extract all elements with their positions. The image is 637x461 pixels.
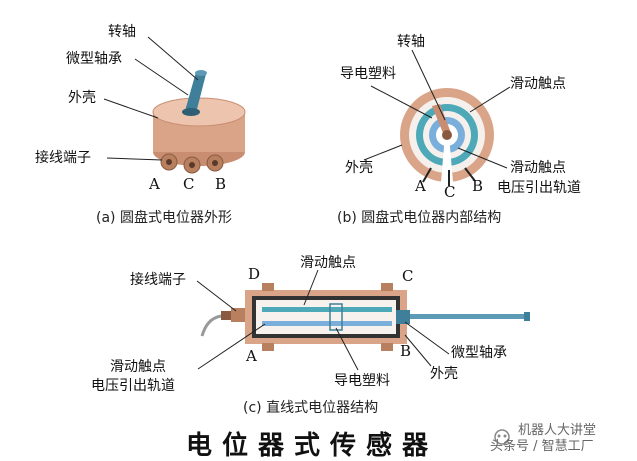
watermark-logo <box>494 429 510 445</box>
corner-c-A: A <box>246 347 257 365</box>
label-b-wiper: 滑动触点 <box>510 76 566 92</box>
pin-a-C: C <box>183 175 195 193</box>
label-c-housing: 外壳 <box>430 366 458 382</box>
label-c-bearing: 微型轴承 <box>451 345 507 361</box>
pin-b-A: A <box>415 177 426 195</box>
caption-b: (b) 圆盘式电位器内部结构 <box>337 210 502 226</box>
pin-b-C: C <box>444 183 456 201</box>
label-b-shaft: 转轴 <box>397 34 425 50</box>
terminal-lugs <box>160 153 224 174</box>
label-c-wiper-track-2: 电压引出轨道 <box>91 378 175 394</box>
watermark: 机器人大讲堂 头条号 / 智慧工厂 <box>490 424 630 454</box>
caption-a: (a) 圆盘式电位器外形 <box>96 210 232 226</box>
label-b-housing: 外壳 <box>345 160 373 176</box>
label-c-wiper-top: 滑动触点 <box>300 255 356 271</box>
linear-potentiometer <box>196 269 530 371</box>
pin-a-B: B <box>215 175 227 193</box>
label-c-plastic: 导电塑料 <box>334 373 390 389</box>
label-b-wiper-track-2: 电压引出轨道 <box>497 180 581 196</box>
label-a-shaft: 转轴 <box>108 24 136 40</box>
corner-c-D: D <box>248 265 261 283</box>
label-b-wiper-track-1: 滑动触点 <box>510 160 566 176</box>
label-c-wiper-track-1: 滑动触点 <box>110 359 166 375</box>
caption-c: (c) 直线式电位器结构 <box>243 400 379 416</box>
page-title: 电位器式传感器 <box>186 431 439 461</box>
disc-potentiometer-exterior <box>103 36 246 174</box>
label-a-terminals: 接线端子 <box>35 150 91 166</box>
label-b-plastic: 导电塑料 <box>340 66 396 82</box>
pin-b-B: B <box>472 177 484 195</box>
pin-a-A: A <box>149 175 160 193</box>
corner-c-B: B <box>400 342 412 360</box>
watermark-line-1: 机器人大讲堂 <box>518 423 597 438</box>
label-a-bearing: 微型轴承 <box>66 51 122 67</box>
watermark-line-2: 头条号 / 智慧工厂 <box>490 439 594 454</box>
corner-c-C: C <box>402 267 414 285</box>
disc-potentiometer-internal <box>363 49 511 186</box>
label-c-terminals: 接线端子 <box>130 272 186 288</box>
label-a-housing: 外壳 <box>68 90 96 106</box>
